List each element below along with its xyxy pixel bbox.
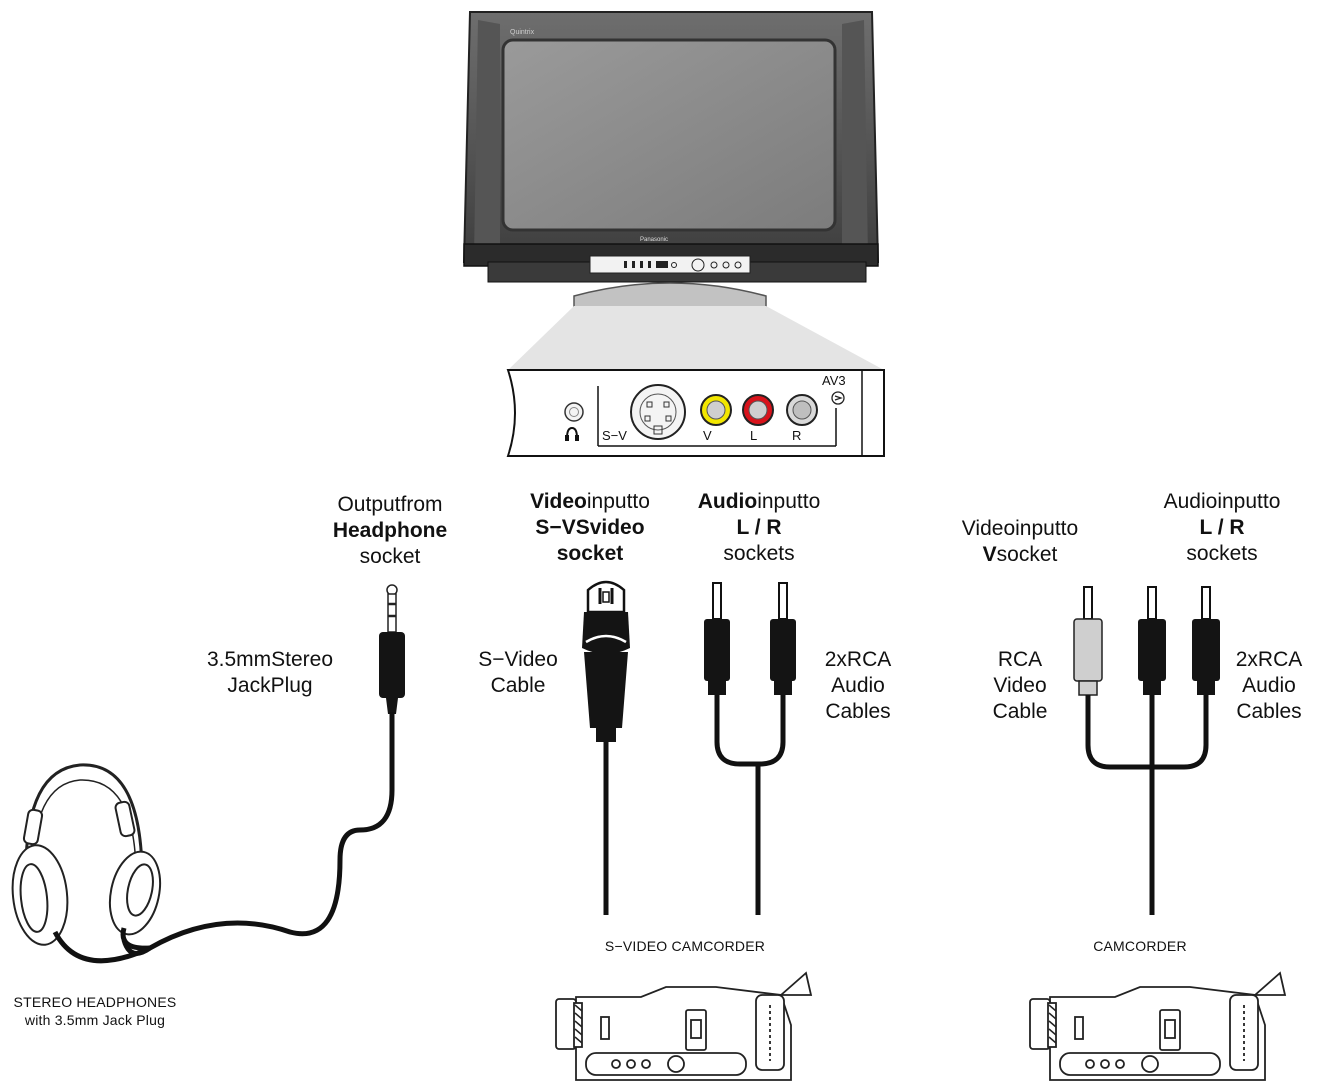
tv-brand: Panasonic (640, 237, 668, 243)
s-video-camcorder (555, 971, 813, 1081)
label-s-video-cable: S−Video Cable (478, 648, 558, 697)
tv-front-panel (589, 255, 751, 274)
label-audio-socket-right: Audioinputto L / R sockets (1163, 490, 1281, 565)
headphone-icon (565, 426, 579, 441)
headphone-jack[interactable] (564, 402, 584, 422)
s-video-port-label: S−V (602, 428, 627, 443)
video-port-label: V (703, 428, 712, 443)
rca-audio-cable-left (714, 695, 786, 915)
label-s-video-socket: Videoinputto S−VSvideo socket (530, 490, 650, 565)
label-jack-plug: 3.5mmStereo JackPlug (206, 648, 334, 697)
zoom-wedge (508, 306, 884, 370)
camcorder (1029, 971, 1287, 1081)
label-video-socket-right: Videoinputto Vsocket (961, 517, 1079, 566)
label-rca-audio-left: 2xRCA Audio Cables (824, 648, 892, 723)
label-headphone-socket: Outputfrom Headphone socket (332, 493, 448, 568)
caption-s-video-camcorder: S−VIDEO CAMCORDER (604, 938, 766, 954)
tv-screen (501, 38, 837, 232)
s-video-plug (582, 580, 630, 742)
av-input-panel: S−V V L R AV3 (506, 369, 885, 457)
audio-left-port-label: L (750, 428, 757, 443)
television: Quintrix Panasonic (462, 11, 880, 322)
caption-headphones: STEREO HEADPHONES with 3.5mm Jack Plug (13, 994, 177, 1028)
av3-label: AV3 (822, 373, 846, 388)
s-video-jack[interactable] (630, 384, 686, 440)
audio-right-port-label: R (792, 428, 801, 443)
rca-audio-plugs-left (704, 582, 796, 695)
headphone-cable (121, 712, 395, 956)
stereo-headphones (11, 763, 162, 964)
stereo-jack-plug (379, 584, 405, 714)
av3-icon (831, 391, 845, 405)
rca-plugs-right (1073, 586, 1220, 696)
label-rca-video: RCA Video Cable (992, 648, 1048, 723)
label-audio-socket-left: Audioinputto L / R sockets (697, 490, 821, 565)
rca-cables-right (1085, 695, 1209, 915)
svg-text:Quintrix: Quintrix (510, 29, 535, 36)
caption-camcorder: CAMCORDER (1093, 938, 1187, 954)
label-rca-audio-right: 2xRCA Audio Cables (1235, 648, 1303, 723)
